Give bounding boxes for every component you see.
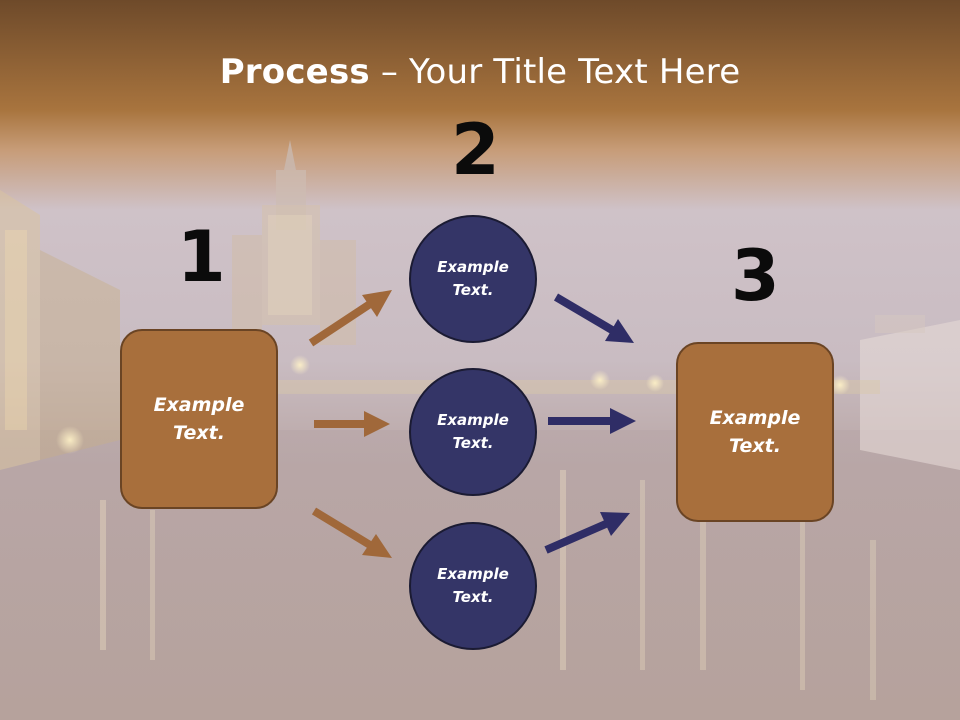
step-2-circle-bottom: Example Text.	[409, 522, 537, 650]
arrow-1-to-middle	[314, 411, 390, 437]
step-2-circle-bottom-text: Example Text.	[437, 564, 509, 606]
title-bold: Process	[219, 52, 370, 92]
step-2-circle-middle: Example Text.	[409, 368, 537, 496]
arrow-1-to-bottom	[311, 507, 392, 558]
step-2-circle-top-text: Example Text.	[437, 257, 509, 299]
step-3-number: 3	[731, 235, 780, 317]
step-2-circle-top: Example Text.	[409, 215, 537, 343]
title-rest: – Your Title Text Here	[369, 52, 741, 92]
slide-title: Process – Your Title Text Here	[0, 52, 960, 92]
step-1-box-text: Example Text.	[153, 393, 245, 445]
arrow-bottom-to-3	[544, 512, 630, 554]
arrow-middle-to-3	[548, 408, 636, 434]
step-3-box-text: Example Text.	[709, 406, 801, 458]
step-2-number: 2	[451, 109, 500, 191]
arrow-top-to-3	[553, 293, 634, 343]
step-3-box: Example Text.	[676, 342, 834, 522]
step-1-box: Example Text.	[120, 329, 278, 509]
step-2-circle-middle-text: Example Text.	[437, 410, 509, 452]
step-1-number: 1	[177, 216, 226, 298]
arrow-1-to-top	[308, 290, 392, 347]
